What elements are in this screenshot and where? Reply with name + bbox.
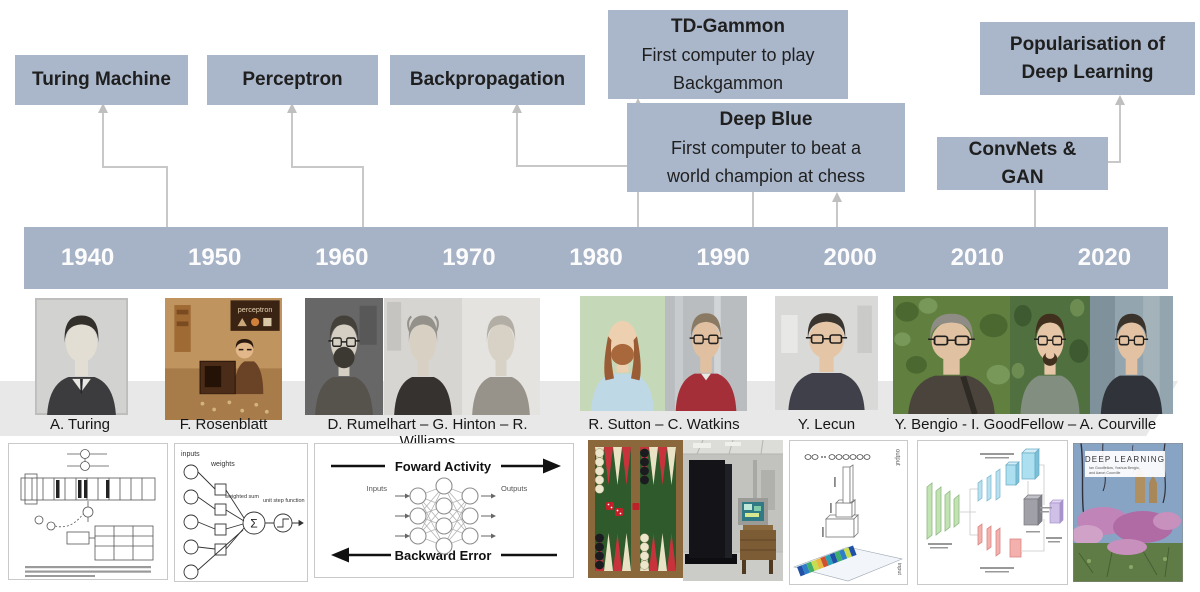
year-label: 1990 bbox=[696, 244, 750, 271]
photo-r-sutton bbox=[580, 296, 665, 411]
heatmap-strip bbox=[797, 545, 857, 577]
arrowhead-turing bbox=[98, 103, 108, 113]
photo-r-williams bbox=[462, 298, 540, 415]
year-label: 2020 bbox=[1077, 244, 1132, 271]
caption-sutton-watkins: R. Sutton – C. Watkins bbox=[588, 416, 740, 433]
milestone-line: Backgammon bbox=[672, 72, 784, 93]
label-weights: weights bbox=[210, 461, 235, 468]
caption-lecun: Y. Lecun bbox=[797, 416, 856, 433]
photo-d-rumelhart bbox=[305, 298, 383, 415]
label-net-outputs: Outputs bbox=[501, 484, 528, 493]
book-title: DEEP LEARNING bbox=[1085, 455, 1165, 464]
figure-backpropagation-diagram: Foward Activity Backward Error Inputs Ou… bbox=[314, 443, 574, 578]
photo-y-lecun bbox=[775, 296, 878, 410]
flowers bbox=[1073, 507, 1181, 545]
connector-backprop bbox=[516, 106, 638, 167]
milestone-box-convnets-gan: ConvNets & GAN bbox=[937, 137, 1108, 190]
milestone-title: Popularisation of bbox=[1009, 33, 1166, 55]
black-checkers bbox=[595, 448, 649, 570]
year-label: 2010 bbox=[950, 244, 1005, 271]
milestone-title: TD-Gammon bbox=[671, 15, 785, 37]
mask-box bbox=[1023, 494, 1043, 526]
output-nodes bbox=[804, 454, 871, 460]
sum-symbol: Σ bbox=[250, 517, 257, 531]
milestone-title: Deep Blue bbox=[719, 108, 813, 130]
timeline-bar: 1940 1950 1960 1970 1980 1990 2000 2010 … bbox=[24, 227, 1168, 289]
year-label: 2000 bbox=[823, 244, 877, 271]
figure-gan-diagram bbox=[917, 440, 1068, 585]
caption-turing: A. Turing bbox=[49, 416, 111, 433]
milestone-line: Deep Learning bbox=[1021, 61, 1154, 83]
caption-bengio-goodfellow-courville: Y. Bengio - I. GoodFellow – A. Courville bbox=[894, 416, 1157, 433]
tiny-label-bars bbox=[928, 453, 1062, 573]
label-unit-step: unit step function bbox=[263, 498, 305, 504]
background-slabs bbox=[977, 523, 1022, 558]
year-label: 1950 bbox=[187, 244, 242, 271]
book-authors-2: and Aaron Courville bbox=[1089, 471, 1120, 475]
banner bbox=[174, 305, 191, 352]
arrowhead-deepblue bbox=[832, 192, 842, 202]
arrowhead-perceptron bbox=[287, 103, 297, 113]
connector-turing bbox=[102, 106, 168, 227]
arrowhead-popularisation bbox=[1115, 95, 1125, 105]
3d-boxes bbox=[825, 464, 859, 538]
milestone-box-perceptron: Perceptron bbox=[207, 55, 378, 105]
milestone-line: GAN bbox=[1001, 166, 1044, 188]
encoder-slabs bbox=[926, 482, 960, 540]
milestone-box-popularisation: Popularisation of Deep Learning bbox=[980, 22, 1195, 95]
dice bbox=[606, 502, 623, 516]
figure-lenet-diagram: output input bbox=[789, 440, 908, 585]
figure-turing-machine-diagram bbox=[8, 443, 168, 580]
label-output: output bbox=[894, 449, 900, 466]
book-authors-1: Ian Goodfellow, Yoshua Bengio, bbox=[1089, 466, 1140, 470]
photo-g-hinton bbox=[384, 298, 462, 415]
label-forward-activity: Foward Activity bbox=[395, 459, 492, 474]
milestone-box-deep-blue: Deep Blue First computer to beat a world… bbox=[627, 103, 905, 192]
sign-label: perceptron bbox=[238, 305, 273, 314]
figure-deep-blue-photo bbox=[683, 440, 783, 581]
title-label bbox=[1085, 451, 1165, 477]
white-checkers bbox=[594, 448, 650, 570]
label-inputs: inputs bbox=[181, 451, 200, 458]
milestone-line: First computer to beat a bbox=[670, 137, 862, 158]
photo-a-courville bbox=[1090, 296, 1173, 414]
photo-y-bengio bbox=[893, 296, 1010, 414]
figure-perceptron-diagram: inputs weights weighted sum unit step fu… bbox=[174, 443, 308, 582]
milestone-title: Perceptron bbox=[242, 69, 343, 90]
milestone-title: Backpropagation bbox=[409, 69, 566, 90]
label-weighted-sum: weighted sum bbox=[224, 494, 259, 500]
generated-video-box bbox=[1049, 499, 1064, 524]
connector-popularisation bbox=[1108, 99, 1121, 163]
doubling-cube bbox=[632, 503, 640, 510]
year-label: 1980 bbox=[569, 244, 623, 271]
milestone-box-backpropagation: Backpropagation bbox=[390, 55, 585, 105]
arrowhead-backprop bbox=[512, 103, 522, 113]
foreground-boxes bbox=[1005, 448, 1040, 486]
milestone-box-turing-machine: Turing Machine bbox=[15, 55, 188, 105]
label-backward-error: Backward Error bbox=[395, 548, 492, 563]
figure-backgammon-board bbox=[588, 440, 683, 578]
person-head bbox=[235, 340, 254, 359]
photo-c-watkins bbox=[665, 296, 747, 411]
photo-f-rosenblatt: perceptron bbox=[165, 298, 282, 420]
photo-a-turing bbox=[35, 298, 128, 415]
year-label: 1960 bbox=[315, 244, 369, 271]
wooden-cart bbox=[740, 530, 776, 560]
milestone-box-td-gammon: TD-Gammon First computer to play Backgam… bbox=[608, 10, 848, 99]
figure-deep-learning-book: DEEP LEARNING Ian Goodfellow, Yoshua Ben… bbox=[1073, 443, 1183, 582]
connector-perceptron bbox=[291, 106, 364, 227]
milestone-line: world champion at chess bbox=[666, 165, 866, 186]
year-label: 1970 bbox=[442, 244, 496, 271]
milestone-line: First computer to play bbox=[641, 44, 815, 65]
foreground-slabs bbox=[977, 468, 1001, 502]
photo-i-goodfellow bbox=[1010, 296, 1090, 414]
label-net-inputs: Inputs bbox=[367, 484, 388, 493]
label-input: input bbox=[896, 563, 902, 575]
caption-rosenblatt: F. Rosenblatt bbox=[179, 416, 268, 433]
year-label: 1940 bbox=[60, 244, 115, 271]
milestone-title: Turing Machine bbox=[32, 69, 171, 90]
milestone-title: ConvNets & bbox=[968, 138, 1077, 160]
